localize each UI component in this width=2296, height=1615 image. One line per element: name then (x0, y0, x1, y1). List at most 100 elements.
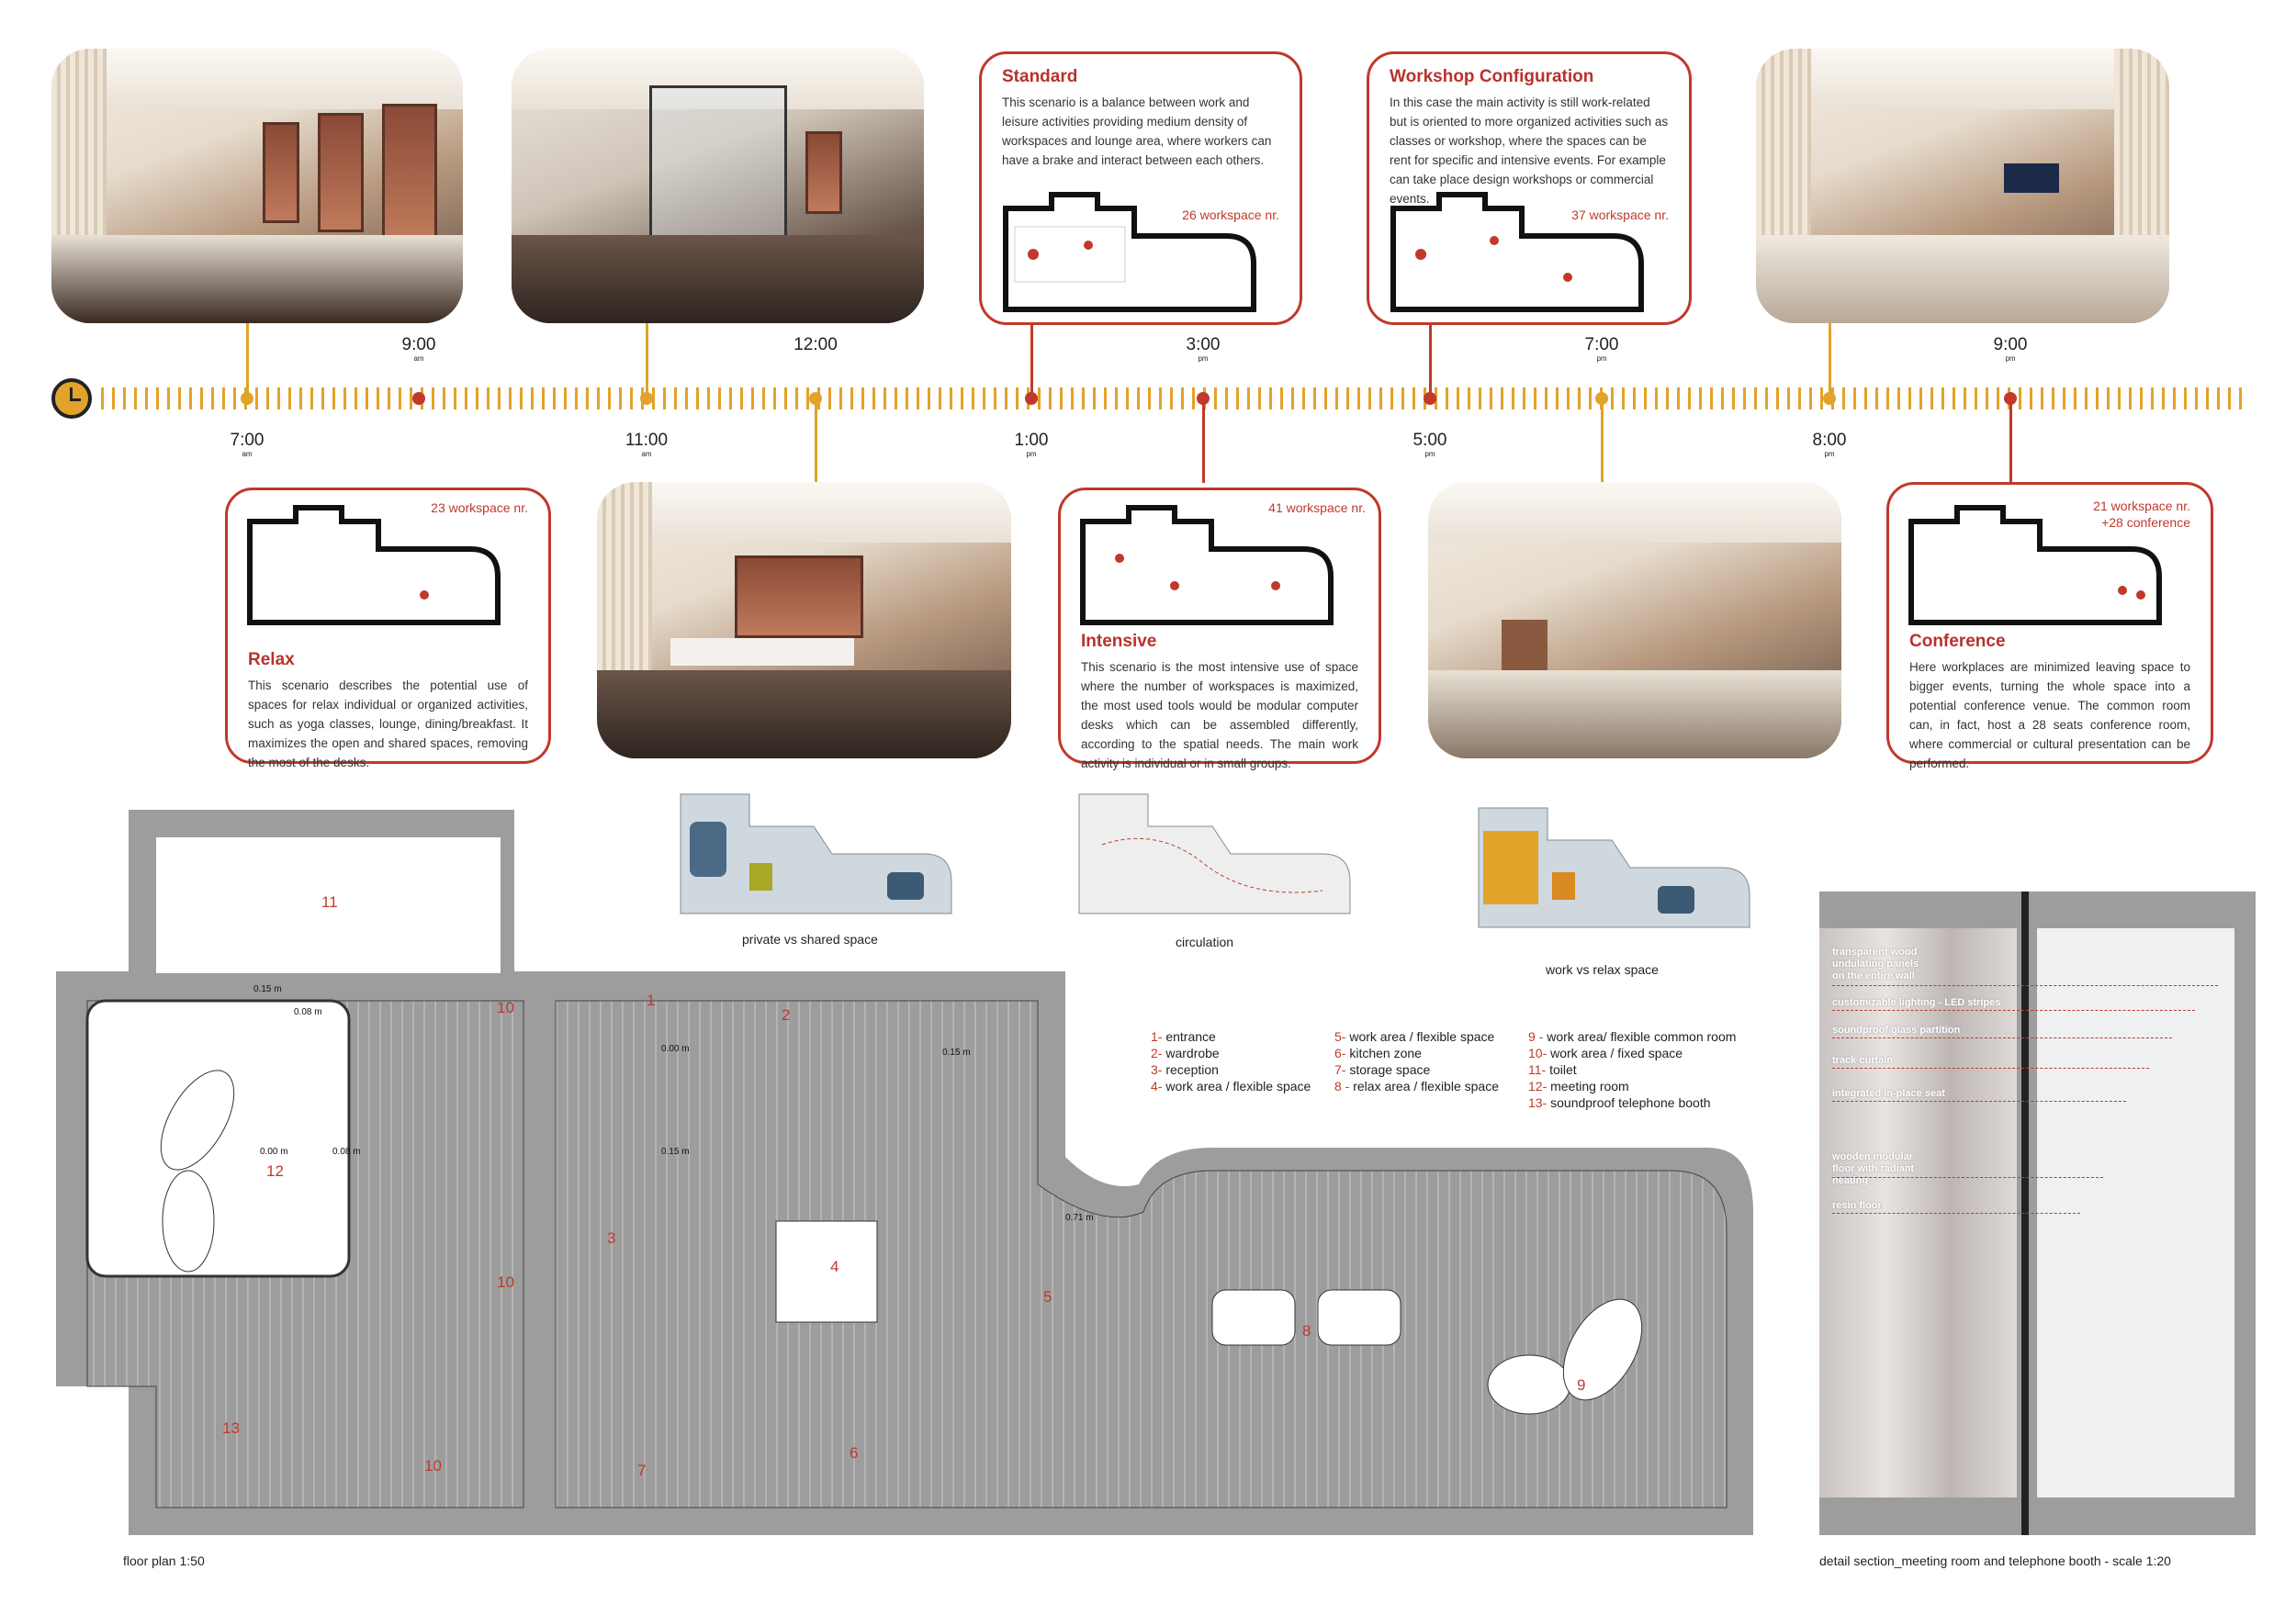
timeline-marker[interactable] (1823, 392, 1836, 405)
legend-number: 10- (1528, 1046, 1548, 1060)
legend-number: 5- (1334, 1029, 1346, 1044)
timeline-connector (2009, 398, 2012, 482)
section-annotation: wooden modular floor with radiant heatin… (1832, 1151, 1915, 1186)
time-value: 9:00 (1993, 335, 2028, 354)
leader-line (1832, 985, 2218, 986)
legend-item: 10- work area / fixed space (1528, 1045, 1736, 1061)
section-annotation: resin floor (1832, 1200, 1882, 1211)
timeline-marker[interactable] (2004, 392, 2017, 405)
diagram-circulation (1078, 793, 1351, 914)
workspace-count: 21 workspace nr. +28 conference (2093, 498, 2190, 531)
timeline-ticks (101, 387, 2250, 409)
leader-line (1832, 1010, 2195, 1011)
legend-item: 7- storage space (1334, 1061, 1499, 1078)
legend-item: 9 - work area/ flexible common room (1528, 1028, 1736, 1045)
room-number: 2 (782, 1006, 790, 1024)
scenario-title: Conference (1909, 632, 2006, 651)
legend-number: 4- (1151, 1079, 1163, 1093)
scenario-standard-card: Standard This scenario is a balance betw… (979, 51, 1302, 325)
mini-floorplan (1003, 192, 1256, 312)
timeline-connector (1829, 323, 1831, 398)
timeline-connector (246, 323, 249, 398)
scenario-text: In this case the main activity is still … (1390, 95, 1669, 206)
time-value: 12:00 (793, 335, 838, 354)
section-caption: detail section_meeting room and telephon… (1819, 1553, 2171, 1568)
legend-item: 12- meeting room (1528, 1078, 1736, 1094)
timeline-marker[interactable] (809, 392, 822, 405)
legend-text: wardrobe (1162, 1046, 1220, 1060)
timeline-marker[interactable] (241, 392, 253, 405)
level-marker: 0.15 m (942, 1048, 971, 1058)
render-workspace-glass (512, 49, 924, 323)
detail-section: transparent wood undulating panels on th… (1819, 892, 2256, 1535)
leader-line (1832, 1037, 2172, 1038)
level-marker: 0.15 m (661, 1147, 690, 1157)
legend-text: kitchen zone (1345, 1046, 1422, 1060)
level-marker: 0.08 m (332, 1147, 361, 1157)
scenario-workshop-card: Workshop Configuration In this case the … (1367, 51, 1692, 325)
mini-floorplan (1908, 505, 2162, 625)
mini-floorplan (247, 505, 501, 625)
legend-text: soundproof telephone booth (1547, 1095, 1711, 1110)
room-number: 6 (850, 1444, 858, 1462)
timeline-marker[interactable] (1025, 392, 1038, 405)
time-period: am (413, 354, 424, 363)
legend-number: 13- (1528, 1095, 1548, 1110)
leader-line (1832, 1177, 2103, 1178)
diagram-label: private vs shared space (742, 932, 878, 947)
room-number: 3 (607, 1229, 615, 1247)
conference-count-line: +28 conference (2101, 515, 2190, 530)
mini-floorplan (1390, 192, 1644, 312)
scenario-conference-card: 21 workspace nr. +28 conference Conferenc… (1886, 482, 2213, 770)
mini-floorplan (1080, 505, 1334, 625)
workspace-count: 23 workspace nr. (431, 500, 528, 515)
leader-line (1832, 1101, 2126, 1102)
room-number: 10 (497, 1273, 514, 1291)
section-annotation: transparent wood undulating panels on th… (1832, 947, 1919, 981)
scenario-title: Workshop Configuration (1390, 67, 1594, 86)
timeline-marker[interactable] (1595, 392, 1608, 405)
section-annotation: integrated in-place seat (1832, 1088, 1945, 1099)
time-value: 3:00 (1186, 335, 1221, 354)
time-period: pm (1596, 354, 1607, 363)
legend-number: 7- (1334, 1062, 1346, 1077)
workspace-count: 26 workspace nr. (1182, 207, 1279, 222)
legend-item: 4- work area / flexible space (1151, 1078, 1311, 1094)
legend-item: 13- soundproof telephone booth (1528, 1094, 1736, 1111)
time-period: pm (1824, 450, 1835, 458)
timeline-marker[interactable] (1197, 392, 1210, 405)
scenario-title: Intensive (1081, 632, 1157, 651)
room-number: 8 (1302, 1322, 1311, 1340)
timeline-connector (1601, 398, 1604, 483)
legend-text: meeting room (1547, 1079, 1629, 1093)
time-period: am (641, 450, 652, 458)
time-period: pm (1424, 450, 1435, 458)
level-marker: 0.08 m (294, 1007, 322, 1017)
workspace-count-line: 21 workspace nr. (2093, 499, 2190, 513)
floor-plan-caption: floor plan 1:50 (123, 1553, 205, 1568)
scenario-text: This scenario describes the potential us… (248, 679, 528, 769)
timeline-marker[interactable] (412, 392, 425, 405)
timeline-connector (1202, 398, 1205, 483)
time-period: pm (1026, 450, 1037, 458)
timeline-marker[interactable] (1424, 392, 1436, 405)
time-value: 1:00 (1014, 431, 1049, 450)
room-number: 4 (830, 1258, 838, 1275)
scenario-text: This scenario is a balance between work … (1002, 95, 1272, 167)
legend-text: toilet (1546, 1062, 1577, 1077)
timeline-connector (646, 323, 648, 398)
render-conference (1756, 49, 2169, 323)
clock-icon (51, 378, 92, 419)
timeline-marker[interactable] (640, 392, 653, 405)
room-number: 1 (647, 992, 655, 1009)
level-marker: 0.71 m (1065, 1213, 1094, 1223)
